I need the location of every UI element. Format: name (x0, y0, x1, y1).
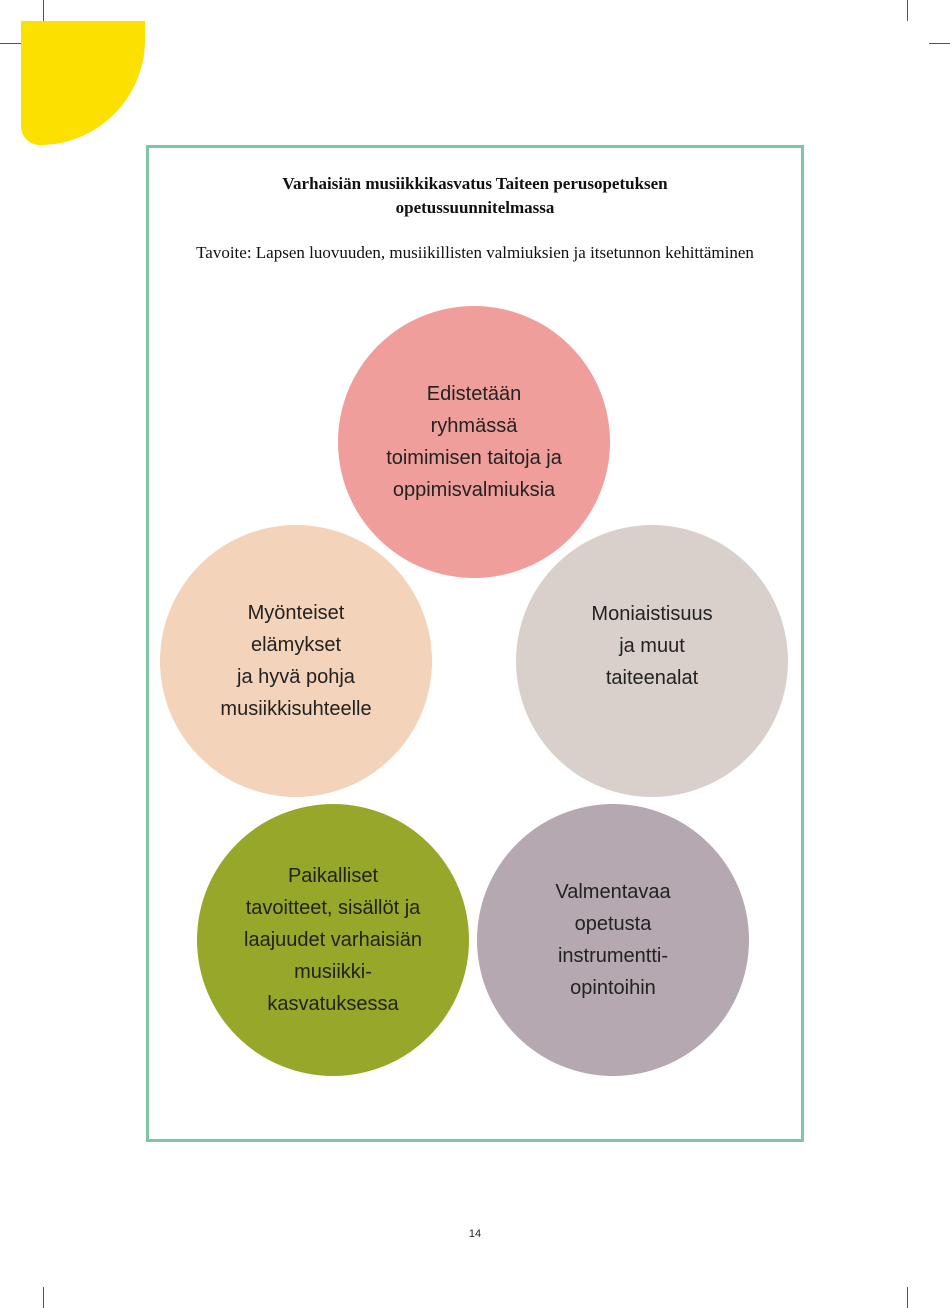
crop-mark (43, 0, 44, 21)
page-title: Varhaisiän musiikkikasvatus Taiteen peru… (282, 174, 668, 217)
circle-multisensory: Moniaistisuus ja muut taiteenalat (516, 525, 788, 797)
circle-label: Myönteiset elämykset ja hyvä pohja musii… (220, 602, 372, 720)
circle-label: Edistetään ryhmässä toimimisen taitoja j… (386, 383, 562, 501)
crop-mark (43, 1287, 44, 1308)
circle-label: Paikalliset tavoitteet, sisällöt ja laaj… (244, 865, 422, 1015)
crop-mark (907, 1287, 908, 1308)
circle-local-goals: Paikalliset tavoitteet, sisällöt ja laaj… (197, 804, 469, 1076)
content-frame (146, 145, 804, 1142)
goal-text: Tavoite: Lapsen luovuuden, musiikilliste… (196, 243, 754, 262)
circle-label: Moniaistisuus ja muut taiteenalat (591, 603, 713, 689)
circle-instrument-prep: Valmentavaa opetusta instrumentti- opint… (477, 804, 749, 1076)
crop-mark (907, 0, 908, 21)
circle-group-skills: Edistetään ryhmässä toimimisen taitoja j… (338, 306, 610, 578)
circle-positive-experiences: Myönteiset elämykset ja hyvä pohja musii… (160, 525, 432, 797)
crop-mark (929, 43, 950, 44)
circle-label: Valmentavaa opetusta instrumentti- opint… (555, 881, 671, 999)
page-number: 14 (468, 1228, 482, 1240)
yellow-corner-decoration (21, 21, 145, 145)
crop-mark (0, 43, 21, 44)
